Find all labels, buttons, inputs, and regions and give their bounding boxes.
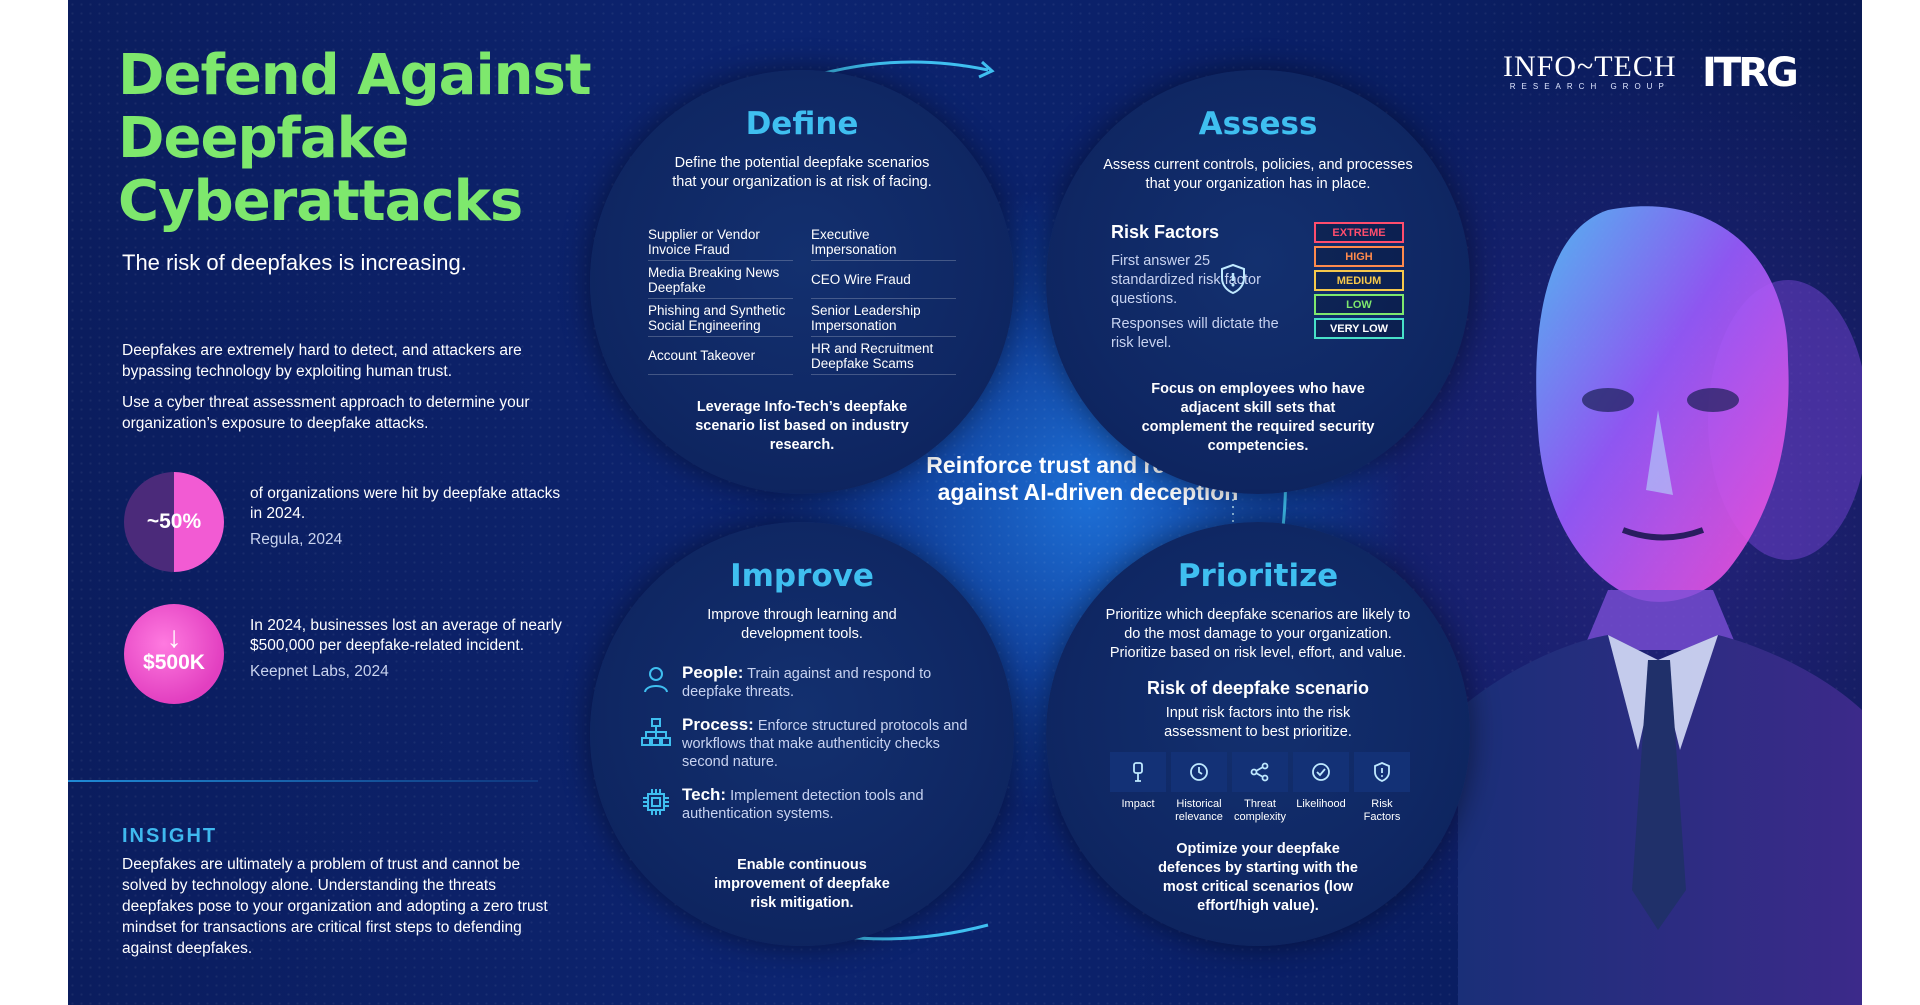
factor-threat-complexity: Threat complexity	[1232, 752, 1288, 824]
define-description: Define the potential deepfake scenarios …	[672, 155, 932, 190]
define-footer: Leverage Info-Tech’s deepfake scenario l…	[695, 399, 909, 453]
stat-pie-badge: ~50%	[124, 472, 224, 572]
define-heading: Define	[745, 106, 859, 142]
prioritize-heading: Prioritize	[1177, 558, 1339, 594]
itrg-logo: ITRG	[1702, 50, 1799, 96]
factor-historical-relevance: Historical relevance	[1171, 752, 1227, 824]
risk-factors-heading: Risk Factors	[1111, 222, 1220, 242]
stat-source: Regula, 2024	[250, 531, 343, 548]
define-quadrant: Define Define the potential deepfake sce…	[590, 70, 1014, 494]
risk-level-medium: MEDIUM	[1314, 270, 1404, 291]
scenario-item: Phishing and Synthetic Social Engineerin…	[648, 299, 793, 337]
risk-scenario-description: Input risk factors into the risk assessm…	[1164, 705, 1352, 740]
assess-heading: Assess	[1198, 106, 1318, 142]
ai-face-illustration	[1458, 206, 1862, 1005]
scenario-item: CEO Wire Fraud	[811, 261, 956, 299]
infographic-canvas: Defend Against Deepfake Cyberattacks The…	[68, 0, 1862, 1005]
stat-value: ~50%	[146, 510, 202, 533]
improve-description: Improve through learning and development…	[707, 607, 897, 642]
stat-losses: ↓ $500K In 2024, businesses lost an aver…	[124, 604, 564, 714]
risk-level-high: HIGH	[1314, 246, 1404, 267]
intro-paragraph: Deepfakes are extremely hard to detect, …	[122, 342, 522, 380]
stat-text: of organizations were hit by deepfake at…	[250, 484, 570, 550]
prioritize-footer: Optimize your deepfake defences by start…	[1158, 841, 1358, 914]
factor-likelihood: Likelihood	[1293, 752, 1349, 824]
risk-level-low: LOW	[1314, 294, 1404, 315]
page-subtitle: The risk of deepfakes is increasing.	[122, 250, 467, 275]
assess-footer: Focus on employees who have adjacent ski…	[1141, 381, 1375, 454]
stat-money-badge: ↓ $500K	[124, 604, 224, 704]
scenario-item: HR and Recruitment Deepfake Scams	[811, 337, 956, 375]
prioritize-quadrant: Prioritize Prioritize which deepfake sce…	[1046, 522, 1470, 946]
risk-factor-list: Impact Historical relevance Threat compl…	[1110, 752, 1410, 824]
stat-text: In 2024, businesses lost an average of n…	[250, 616, 570, 682]
person-icon	[644, 667, 668, 693]
risk-level-very-low: VERY LOW	[1314, 318, 1404, 339]
chip-icon	[643, 789, 669, 815]
factor-impact: Impact	[1110, 752, 1166, 824]
intro-paragraph: Use a cyber threat assessment approach t…	[122, 394, 530, 432]
insight-body: Deepfakes are ultimately a problem of tr…	[122, 856, 548, 957]
improve-heading: Improve	[730, 558, 874, 594]
stat-value: $500K	[143, 651, 205, 674]
scenario-list: Supplier or Vendor Invoice Fraud Executi…	[648, 223, 958, 375]
down-arrow-icon: ↓	[166, 621, 182, 654]
shield-alert-icon	[1221, 263, 1245, 295]
clock-icon	[1190, 763, 1208, 781]
shield-icon	[1374, 762, 1390, 782]
scenario-item: Account Takeover	[648, 337, 793, 375]
risk-scenario-heading: Risk of deepfake scenario	[1146, 678, 1370, 698]
check-badge-icon	[1312, 763, 1330, 781]
divider-line	[68, 780, 538, 782]
stat-organizations-hit: ~50% of organizations were hit by deepfa…	[124, 472, 564, 582]
improve-footer: Enable continuous improvement of deepfak…	[714, 857, 890, 911]
factor-risk-factors: Risk Factors	[1354, 752, 1410, 824]
assess-description: Assess current controls, policies, and p…	[1103, 157, 1413, 192]
risk-level-extreme: EXTREME	[1314, 222, 1404, 243]
intro-text: Deepfakes are extremely hard to detect, …	[122, 340, 542, 444]
prioritize-description: Prioritize which deepfake scenarios are …	[1105, 607, 1411, 661]
infotech-logo: INFO~TECH RESEARCH GROUP	[1503, 50, 1677, 91]
scenario-item: Executive Impersonation	[811, 223, 956, 261]
scenario-item: Senior Leadership Impersonation	[811, 299, 956, 337]
impact-icon	[1133, 762, 1143, 782]
assess-quadrant: Assess Assess current controls, policies…	[1046, 70, 1470, 494]
improve-quadrant: Improve Improve through learning and dev…	[590, 522, 1014, 946]
insight-heading: INSIGHT	[122, 825, 218, 847]
page-title: Defend Against Deepfake Cyberattacks	[118, 43, 592, 234]
scenario-item: Supplier or Vendor Invoice Fraud	[648, 223, 793, 261]
stat-source: Keepnet Labs, 2024	[250, 663, 389, 680]
risk-factors-text: First answer 25 standardized risk factor…	[1111, 253, 1279, 351]
org-chart-icon	[641, 718, 671, 746]
network-icon	[1250, 762, 1269, 782]
scenario-item: Media Breaking News Deepfake	[648, 261, 793, 299]
risk-level-scale: EXTREME HIGH MEDIUM LOW VERY LOW	[1314, 222, 1404, 342]
